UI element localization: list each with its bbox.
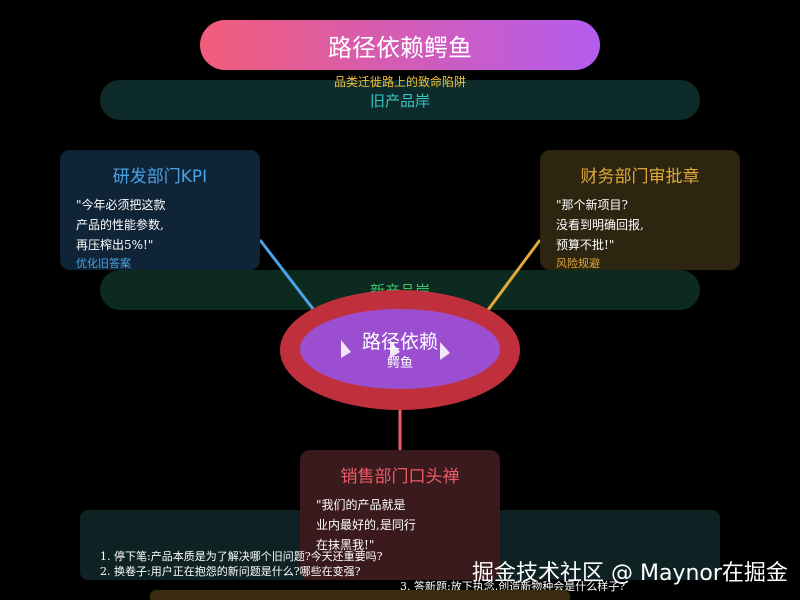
meeting-question-2: 2. 换卷子:用户正在抱怨的新问题是什么?哪些在变强? xyxy=(100,565,361,578)
crocodile-tooth-left xyxy=(341,340,351,358)
rd-connector xyxy=(258,239,322,319)
rd-card-quote: "今年必须把这款 产品的性能参数, 再压榨出5%!" xyxy=(76,198,166,252)
crocodile-tooth-right xyxy=(440,342,450,360)
finance-card-title: 财务部门审批章 xyxy=(580,167,700,187)
crocodile-tooth-middle xyxy=(390,340,400,358)
rd-card-title: 研发部门KPI xyxy=(112,167,208,187)
finance-approval-card: 财务部门审批章 "那个新项目? 没看到明确回报, 预算不批!" 风险规避 xyxy=(540,150,740,270)
crocodile-label: 路径依赖 xyxy=(361,331,438,353)
sales-card-title: 销售部门口头禅 xyxy=(340,467,460,487)
meeting-question-3: 3. 答新题:放下执念,创造新物种会是什么样子? xyxy=(400,580,626,593)
old-product-bank-label: 旧产品岸 xyxy=(369,91,430,110)
rd-kpi-card: 研发部门KPI "今年必须把这款 产品的性能参数, 再压榨出5%!" 优化旧答案 xyxy=(60,150,260,270)
old-product-bank: 旧产品岸 xyxy=(100,80,700,120)
rd-card-tag: 优化旧答案 xyxy=(76,257,131,270)
finance-card-quote: "那个新项目? 没看到明确回报, 预算不批!" xyxy=(556,198,644,252)
bottom-strip xyxy=(150,590,570,600)
watermark: 掘金技术社区 @ Maynor在掘金 xyxy=(472,561,788,586)
meeting-question-1: 1. 停下笔:产品本质是为了解决哪个旧问题?今天还重要吗? xyxy=(100,550,383,563)
finance-connector xyxy=(480,239,542,319)
finance-card-tag: 风险规避 xyxy=(556,257,600,270)
diagram-title: 路径依赖鳄鱼 xyxy=(200,20,600,70)
sales-card-quote: "我们的产品就是 业内最好的,是同行 在抹黑我!" xyxy=(316,498,416,552)
crocodile-inner xyxy=(300,309,500,389)
sales-slogan-card: 销售部门口头禅 "我们的产品就是 业内最好的,是同行 在抹黑我!" xyxy=(300,450,500,580)
crocodile-sublabel: 鳄鱼 xyxy=(386,356,413,371)
diagram-subtitle: 品类迁徙路上的致命陷阱 xyxy=(333,75,466,89)
